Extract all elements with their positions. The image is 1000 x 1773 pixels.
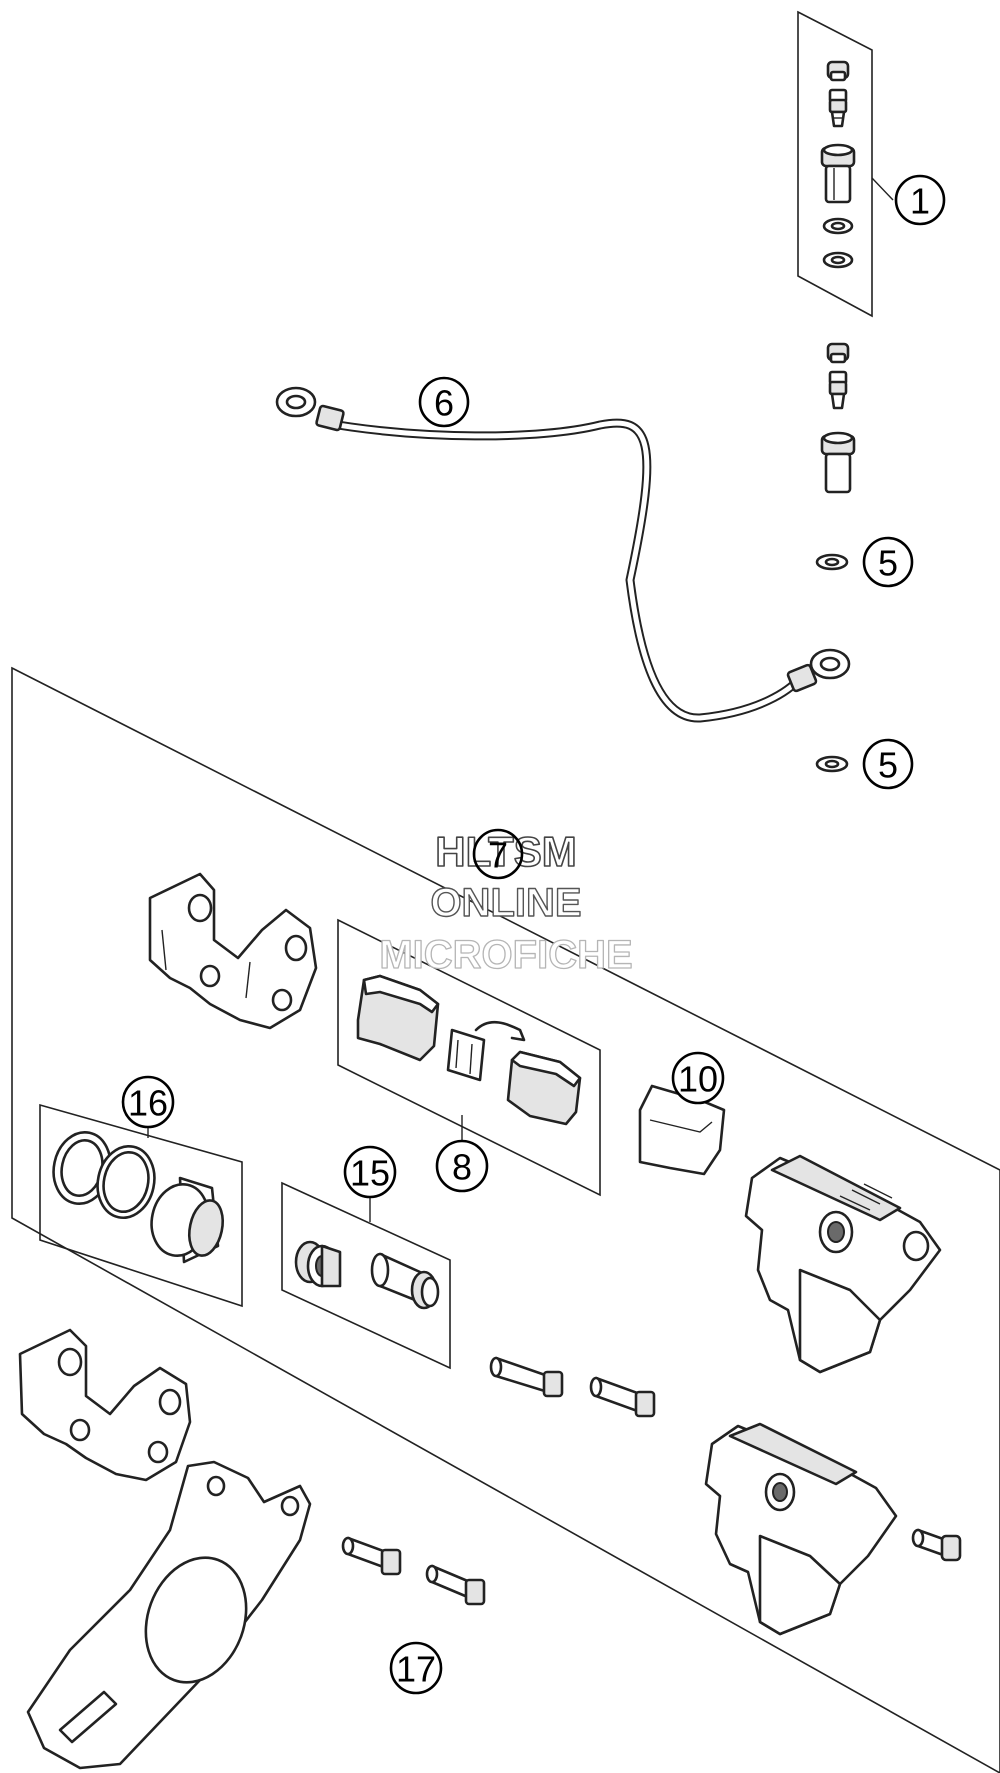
leader-line-1 [871,177,894,201]
bleeder-parts-loose [815,342,856,773]
svg-text:6: 6 [434,383,454,424]
watermark-line-1: HLTSM [435,828,577,875]
bleeder-adapter-icon [820,431,856,494]
seal-ring-icon [96,1145,156,1219]
brake-hose-icon [275,386,851,723]
watermark-line-3: MICROFICHE [379,933,632,977]
slide-pin-kit-panel [281,1181,451,1370]
guide-pin-icon [489,1356,564,1398]
svg-text:16: 16 [128,1083,168,1124]
caliper-bracket-icon [18,1328,192,1482]
pad-shim-icon [638,1084,726,1176]
callout-5: 5 [862,536,914,588]
brake-caliper-icon [704,1422,898,1636]
guide-pin-icon [589,1376,656,1418]
callout-10: 10 [671,1051,725,1105]
caliper-bracket-icon [148,872,318,1030]
svg-text:5: 5 [878,543,898,584]
brake-pad-icon [506,1050,582,1126]
callout-17: 17 [389,1641,443,1695]
bleeder-kit-group [797,10,894,318]
bolt-icon [911,1528,962,1562]
callout-6: 6 [418,376,470,428]
callout-5: 5 [862,738,914,790]
svg-text:1: 1 [910,181,930,222]
bolt-icon [425,1564,486,1606]
bleeder-screw-icon [828,370,848,410]
banjo-fitting-icon [275,386,345,432]
watermark-line-2: ONLINE [430,881,581,925]
bleeder-cap-icon [826,60,850,82]
callout-16: 16 [121,1075,175,1129]
svg-text:5: 5 [878,745,898,786]
piston-kit-group [39,1103,243,1308]
callout-7: 7 [472,828,524,880]
bolt-icon [341,1536,402,1576]
caliper-support-plate-icon [26,1460,312,1770]
bleeder-adapter-icon [820,143,856,204]
piston-kit-panel [39,1103,243,1308]
svg-text:10: 10 [678,1059,718,1100]
brake-pad-set-panel [337,918,601,1197]
brake-caliper-icon [744,1154,942,1374]
brake-pad-icon [356,974,440,1062]
svg-text:15: 15 [350,1153,390,1194]
caliper-assembly-panel [11,666,1000,1773]
bleeder-cap-icon [826,342,850,364]
pad-spring-icon [446,1020,526,1082]
banjo-fitting-icon [786,648,851,693]
dust-boot-icon [294,1240,342,1288]
callout-1: 1 [894,174,946,226]
seal-ring-icon [52,1131,112,1205]
slide-pin-boot-icon [370,1252,440,1310]
callout-15: 15 [343,1145,397,1199]
svg-text:7: 7 [488,835,508,876]
svg-text:8: 8 [452,1147,472,1188]
bleeder-kit-panel [797,10,873,318]
slide-pin-kit-group [281,1181,451,1370]
brake-pad-set-group [337,918,601,1197]
watermark: HLTSM ONLINE MICROFICHE [379,827,634,977]
piston-icon [150,1176,224,1264]
svg-text:17: 17 [396,1649,436,1690]
callout-8: 8 [435,1139,489,1193]
bleeder-screw-icon [828,88,848,128]
